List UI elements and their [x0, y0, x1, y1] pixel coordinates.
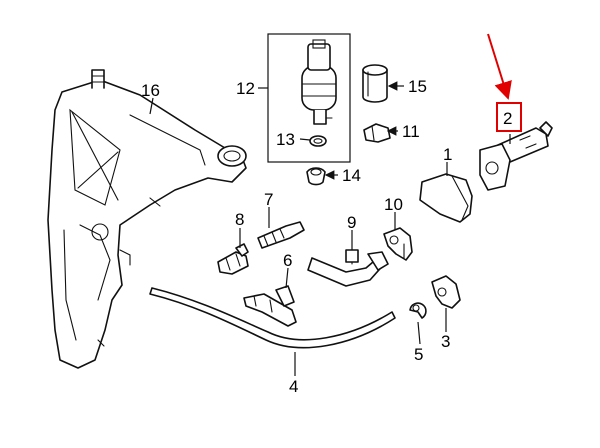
connector-8	[217, 243, 249, 275]
highlight-box	[496, 102, 522, 132]
callout-13: 13	[276, 130, 295, 149]
clip-5	[409, 302, 427, 319]
callout-7: 7	[264, 190, 273, 209]
callout-1: 1	[443, 145, 452, 164]
hose-4	[149, 287, 396, 349]
check-valve-11	[363, 123, 391, 143]
pump-kit-box-12	[267, 33, 351, 163]
highlight-arrow	[487, 33, 512, 100]
elbow-10	[383, 227, 413, 261]
callout-10: 10	[384, 195, 403, 214]
callout-11: 11	[402, 122, 420, 141]
callout-15: 15	[408, 77, 427, 96]
callout-3: 3	[441, 332, 450, 351]
elbow-3	[431, 275, 461, 309]
connector-7	[257, 221, 305, 249]
callout-12: 12	[236, 79, 255, 98]
callout-14: 14	[342, 166, 361, 185]
grommet-14	[306, 167, 326, 186]
washer-nozzle-2	[479, 121, 553, 191]
callout-16: 16	[141, 81, 160, 100]
washer-reservoir-16	[47, 69, 247, 369]
tee-connector-6	[243, 285, 297, 327]
nozzle-cover-1	[419, 173, 473, 223]
callout-8: 8	[235, 210, 244, 229]
callout-9: 9	[347, 213, 356, 232]
leader-lines	[149, 81, 511, 376]
callout-4: 4	[289, 377, 298, 396]
grommet-15	[362, 64, 388, 103]
callout-2: 2	[503, 109, 512, 128]
callout-5: 5	[414, 345, 423, 364]
hose-9	[307, 249, 389, 287]
callout-6: 6	[283, 251, 292, 270]
callout-labels: 16 12 13 15 11 14 1 2 7 8 9 10 6 4 5 3	[141, 77, 512, 396]
